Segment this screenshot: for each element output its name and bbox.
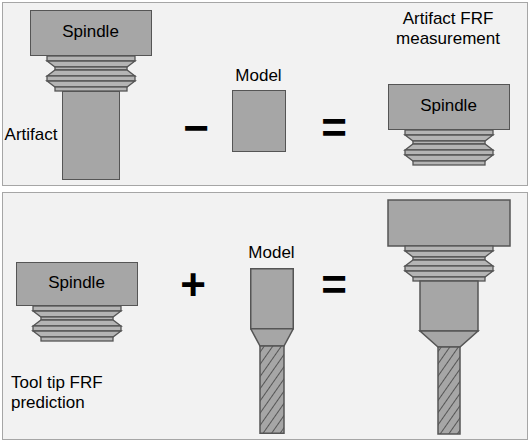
spindle-nose bbox=[33, 306, 121, 341]
artifact-body: Artifact bbox=[62, 91, 120, 180]
panel-ground bbox=[2, 192, 528, 440]
operator-sign: − bbox=[183, 106, 209, 150]
part-name: Spindle bbox=[48, 273, 105, 293]
panel-title: Tool tip FRF prediction bbox=[11, 373, 141, 414]
panel-ground bbox=[2, 2, 528, 186]
spindle-nose bbox=[405, 130, 493, 165]
spindle-box: Spindle bbox=[16, 262, 138, 306]
spindle-box: Spindle bbox=[30, 10, 152, 56]
spindle-box: Spindle bbox=[388, 84, 510, 130]
part-name: Spindle bbox=[62, 22, 119, 42]
tool-outline bbox=[250, 268, 294, 434]
panel: Artifact FRF measurementSpindleArtifactM… bbox=[2, 2, 528, 186]
model-box: Model bbox=[232, 90, 286, 152]
operator-sign: = bbox=[321, 106, 347, 150]
part-name: Model bbox=[248, 243, 294, 263]
part-name: Artifact bbox=[5, 125, 58, 145]
spindle-nose bbox=[47, 56, 135, 91]
panel-title: Artifact FRF measurement bbox=[373, 9, 523, 50]
operator-sign: = bbox=[321, 263, 347, 307]
part-name: Spindle bbox=[420, 96, 477, 116]
panel: Tool tip FRF prediction Spindle Model bbox=[2, 192, 528, 440]
operator-sign: + bbox=[180, 263, 206, 307]
tool-model: Model bbox=[250, 268, 294, 434]
assembled-tool bbox=[388, 200, 510, 434]
part-name: Model bbox=[235, 66, 281, 86]
